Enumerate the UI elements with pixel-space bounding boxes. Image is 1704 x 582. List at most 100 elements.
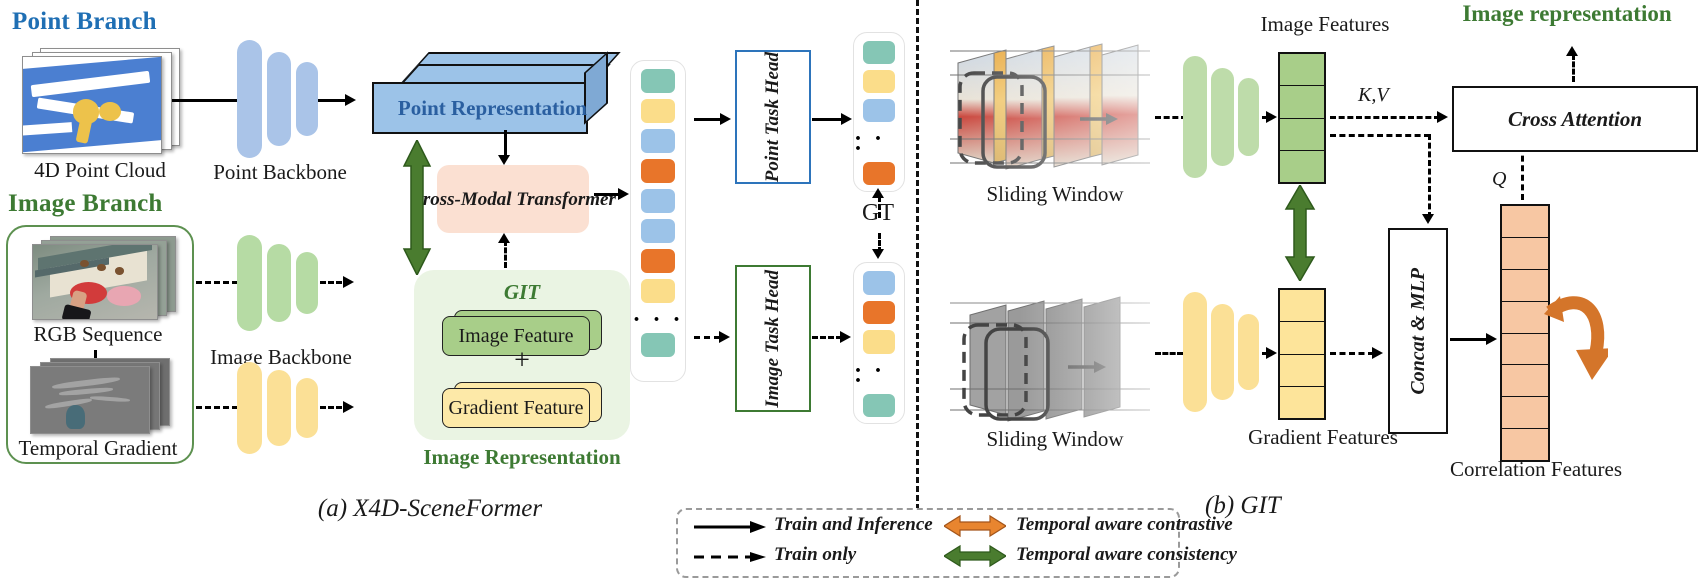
gradient-feature-label: Gradient Feature	[448, 396, 584, 419]
gradient-to-concat-arrowhead	[1372, 347, 1383, 359]
point-input-arrowhead	[345, 94, 356, 106]
to-point-head-arrowhead	[720, 113, 731, 125]
temporal-consistency-double-arrow-b	[1284, 183, 1316, 283]
image-head-out-arrowhead	[840, 331, 851, 343]
caption-a: (a) X4D-SceneFormer	[317, 495, 543, 522]
legend-label-temporal-aware-contrastive: Temporal aware contrastive	[1016, 514, 1233, 535]
concat-mlp-box: Concat & MLP	[1388, 228, 1448, 434]
image-feature-label: Image Feature	[458, 324, 574, 347]
gt-up-dash	[878, 196, 881, 218]
panel-divider	[916, 0, 919, 510]
gt-up-arrowhead	[872, 188, 884, 198]
gradient-window-out-arrowhead	[1266, 347, 1277, 359]
git-title: GIT	[503, 280, 541, 304]
feature-cell	[1502, 397, 1548, 430]
cross-attention-box: Cross Attention	[1452, 86, 1698, 152]
image-feature-stack: Image Feature	[442, 310, 602, 356]
image-to-concat-dash	[1330, 134, 1430, 137]
gradient-features-column	[1278, 288, 1326, 420]
feature-cell	[1280, 387, 1324, 418]
point-task-head-label: Point Task Head	[762, 51, 783, 183]
feature-cell	[1280, 151, 1324, 182]
point-rep-down-line	[504, 130, 507, 158]
to-image-head-dash	[694, 336, 720, 339]
image-rep-up-dash	[1572, 54, 1575, 82]
temporal-consistency-double-arrow-a	[402, 138, 432, 277]
image-features-label: Image Features	[1260, 12, 1390, 36]
image-representation-title: Image representation	[1462, 1, 1672, 26]
token-cell	[641, 69, 675, 93]
legend-box: Train and Inference Train only Temporal …	[676, 508, 1237, 578]
correlation-features-label: Correlation Features	[1450, 457, 1623, 481]
token-cell	[863, 41, 895, 64]
point-prediction-column: · · ·	[853, 32, 905, 192]
point-branch-title: Point Branch	[12, 8, 157, 35]
image-rep-up-arrowhead	[1566, 46, 1578, 56]
token-cell	[863, 99, 895, 122]
token-cell	[641, 99, 675, 123]
legend-label-train-only: Train only	[774, 544, 857, 565]
gt-label: GT	[862, 200, 894, 226]
image-backbone-label: Image Backbone	[210, 345, 352, 369]
token-cell	[863, 393, 895, 417]
image-head-out-dash	[812, 336, 842, 339]
temporal-gradient-thumbnail	[28, 358, 180, 438]
concat-mlp-label: Concat & MLP	[1406, 267, 1429, 395]
caption-b: (b) GIT	[1205, 492, 1281, 519]
gradient-input-dash	[196, 406, 256, 409]
to-point-head-line	[694, 118, 722, 121]
feature-cell	[1502, 365, 1548, 398]
point-input-arrow	[172, 99, 252, 102]
point-cloud-thumbnail	[22, 48, 182, 154]
token-cell	[641, 279, 675, 303]
image-input-arrowhead	[343, 276, 354, 288]
temporal-gradient-label: Temporal Gradient	[18, 436, 178, 460]
gt-down-dash	[878, 233, 881, 253]
rgb-window-out-arrowhead	[1266, 111, 1277, 123]
feature-cell	[1280, 322, 1324, 355]
correlation-features-column	[1500, 204, 1550, 462]
concat-out-line	[1450, 338, 1488, 341]
rgb-window-out-dash	[1155, 116, 1187, 119]
feature-cell	[1280, 86, 1324, 119]
token-cell	[641, 189, 675, 213]
transformer-out-line	[594, 193, 620, 196]
q-label: Q	[1492, 168, 1507, 190]
gradient-feature-stack: Gradient Feature	[442, 382, 602, 428]
concat-out-arrowhead	[1486, 333, 1497, 345]
gradient-sliding-window-frames	[950, 285, 1150, 430]
cross-modal-transformer-box: Cross-Modal Transformer	[410, 165, 616, 233]
point-rep-down-arrowhead	[498, 155, 510, 165]
image-to-concat-vdash	[1428, 134, 1431, 218]
feature-cell	[1280, 355, 1324, 387]
image-prediction-column: · · ·	[853, 262, 905, 424]
legend-label-train-and-inference: Train and Inference	[774, 514, 933, 535]
fused-token-column: · · ·	[630, 60, 686, 382]
cross-attention-label: Cross Attention	[1507, 106, 1643, 131]
git-plus-sign: +	[514, 345, 530, 376]
image-features-column	[1278, 52, 1326, 184]
token-cell	[641, 159, 675, 183]
image-branch-container	[6, 225, 194, 464]
image-branch-title: Image Branch	[8, 190, 163, 217]
feature-cell	[1502, 270, 1548, 302]
point-head-out-arrowhead	[841, 113, 852, 125]
gradient-input-arrowhead	[343, 401, 354, 413]
legend-dashed-arrow-icon	[694, 550, 768, 562]
point-task-head-box: Point Task Head	[735, 50, 811, 184]
gradient-window-out-dash	[1155, 352, 1183, 355]
image-task-head-label: Image Task Head	[762, 269, 783, 408]
feature-cell	[1280, 119, 1324, 151]
token-ellipsis: · · ·	[854, 126, 886, 162]
point-backbone-label: Point Backbone	[213, 160, 347, 184]
point-representation-slab	[372, 51, 621, 134]
token-cell	[641, 333, 675, 357]
token-ellipsis: · · ·	[632, 307, 684, 333]
token-cell	[863, 330, 895, 354]
to-image-head-arrowhead	[719, 331, 730, 343]
git-to-transformer-arrowhead	[498, 233, 510, 243]
token-cell	[641, 129, 675, 153]
kv-dash-line	[1330, 116, 1440, 119]
legend-green-double-arrow-icon	[942, 544, 1008, 568]
temporal-contrastive-curved-arrow	[1542, 270, 1614, 390]
